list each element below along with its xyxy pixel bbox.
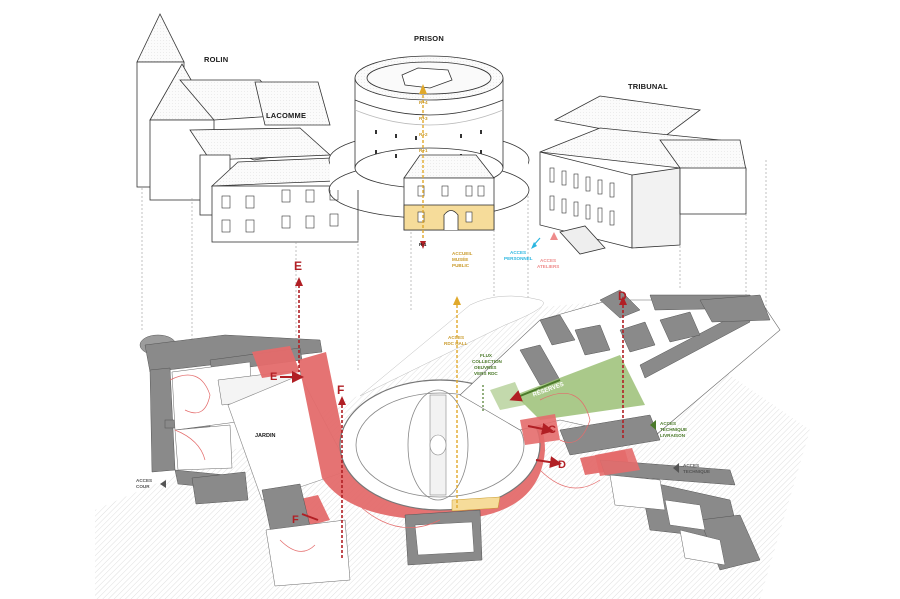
level-r3: R+3: [419, 116, 428, 121]
accueil-line-2: MUSÉE: [452, 255, 468, 262]
label-cour: ACCES COUR: [136, 478, 152, 489]
plan-east-wing: [459, 289, 781, 571]
tech-line-2: TECHNIQUE: [683, 469, 710, 474]
technique-arrow: [673, 463, 679, 473]
tl-line-3: LIVRAISON: [660, 433, 686, 438]
level-r-1: R-1: [419, 242, 427, 247]
tech-line-1: ACCES: [683, 463, 699, 468]
accueil-line-3: PUBLIC: [452, 263, 470, 268]
label-technique-livraison: ACCES TECHNIQUE LIVRAISON: [660, 421, 687, 438]
marker-d-plan: D: [558, 459, 566, 471]
tl-line-2: TECHNIQUE: [660, 427, 687, 432]
level-r2: R+2: [419, 132, 428, 137]
ateliers-line-1: ACCES: [540, 258, 556, 263]
projection-lines: [141, 160, 767, 370]
marker-e-plan: E: [270, 371, 277, 383]
accueil-line-1: ACCUEIL: [452, 251, 473, 256]
marker-f-top: F: [337, 383, 344, 397]
building-group-top: [136, 13, 747, 255]
marker-d-top: D: [618, 289, 627, 303]
label-ateliers: ACCES ATELIERS: [537, 258, 559, 269]
flux-line-3: OEUVRES: [474, 365, 496, 370]
level-labels: R+4 R+3 R+2 R+1 R-1: [419, 100, 428, 247]
cour-line-2: COUR: [136, 484, 150, 489]
personnel-line-2: PERSONNEL: [504, 256, 533, 261]
label-personnel: ACCES PERSONNEL: [504, 250, 533, 261]
flux-line-1: FLUX: [480, 353, 493, 358]
circulation-loops: [169, 374, 601, 552]
marker-f-plan: F: [292, 514, 299, 526]
label-lacomme: LACOMME: [266, 111, 306, 120]
label-rdc-hall: ACCES RDC HALL: [444, 335, 468, 346]
cour-arrow: [160, 480, 166, 488]
cour-line-1: ACCES: [136, 478, 152, 483]
vertical-arrows: [280, 84, 627, 560]
tribunal-building: [539, 95, 747, 255]
level-r4: R+4: [419, 100, 428, 105]
personnel-line-1: ACCES: [510, 250, 526, 255]
label-tribunal: TRIBUNAL: [628, 82, 668, 91]
marker-e-top: E: [294, 259, 302, 273]
level-r1: R+1: [419, 148, 428, 153]
label-jardin: JARDIN: [255, 433, 276, 439]
ateliers-line-2: ATELIERS: [537, 264, 559, 269]
rdc-line-1: ACCES: [448, 335, 464, 340]
tl-line-1: ACCES: [660, 421, 676, 426]
marker-c-plan: C: [548, 424, 556, 436]
label-accueil: ACCUEIL MUSÉE PUBLIC: [452, 251, 473, 268]
plan-south-wing: [191, 471, 483, 587]
flux-line-2: COLLECTION: [472, 359, 503, 364]
flux-line-4: VERS RDC: [474, 371, 498, 376]
technique-livraison-arrow: [650, 420, 656, 430]
label-rolin: ROLIN: [204, 55, 228, 64]
entrance-pavilion: [403, 154, 495, 231]
front-block: [210, 157, 360, 243]
label-technique: ACCES TECHNIQUE: [683, 463, 710, 474]
rdc-line-2: RDC HALL: [444, 341, 468, 346]
label-flux: FLUX COLLECTION OEUVRES VERS RDC: [472, 353, 503, 376]
label-prison: PRISON: [414, 34, 444, 43]
